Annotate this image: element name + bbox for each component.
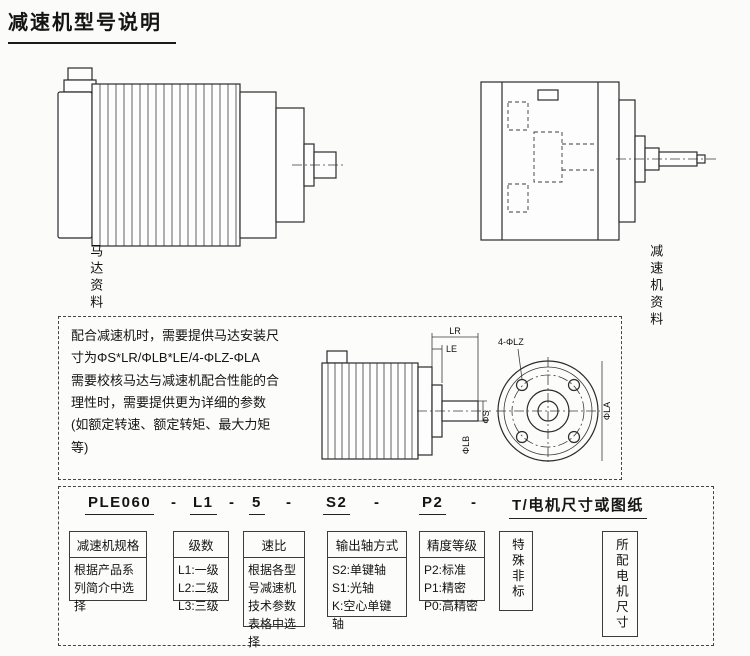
dim-label-lr: LR: [449, 326, 461, 336]
gearbox-hidden-details: [507, 89, 596, 213]
output-flange-plate: [618, 99, 636, 223]
output-shaft: [292, 143, 344, 187]
model-code-panel: PLE060 - L1 - 5 - S2 - P2 - T/电机尺寸或图纸 减速…: [58, 486, 714, 649]
page-title: 减速机型号说明: [8, 6, 176, 44]
desc-box-precision: 精度等级 P2:标准 P1:精密 P0:高精密: [419, 531, 485, 613]
flange-dimension-drawing: 4-ΦLZ ΦLA: [496, 337, 612, 465]
desc-body: 根据产品系列简介中选择: [74, 563, 135, 613]
desc-body: P2:标准 P1:精密 P0:高精密: [424, 563, 479, 613]
desc-box-motor-size: 所配电机尺寸: [602, 531, 638, 637]
desc-body: S2:单键轴 S1:光轴 K:空心单键轴: [332, 563, 392, 631]
motor-rear-cap: [57, 91, 93, 239]
dim-label-bolt-holes: 4-ΦLZ: [498, 337, 524, 347]
dim-label-le: LE: [446, 344, 457, 354]
motor-terminal-box: [63, 67, 97, 93]
desc-box-stages: 级数 L1:一级 L2:二级 L3:三级: [173, 531, 229, 613]
dimension-lines: [431, 333, 487, 422]
motor-data-caption: 马达资料: [88, 244, 104, 312]
code-part-precision: P2: [419, 494, 447, 515]
desc-title: 级数: [174, 532, 228, 558]
desc-box-spec: 减速机规格 根据产品系列简介中选择: [69, 531, 147, 613]
small-motor-body: [321, 362, 419, 460]
gearbox-side-drawing: [480, 81, 716, 241]
code-separator: -: [229, 494, 234, 511]
code-part-ratio: 5: [249, 494, 265, 515]
dim-label-la: ΦLA: [602, 402, 612, 420]
mounting-note-box: 配合减速机时，需要提供马达安装尺 寸为ΦS*LR/ΦLB*LE/4-ΦLZ-ΦL…: [58, 316, 622, 480]
dim-label-lb: ΦLB: [461, 436, 471, 454]
mounting-note-text: 配合减速机时，需要提供马达安装尺 寸为ΦS*LR/ΦLB*LE/4-ΦLZ-ΦL…: [71, 328, 280, 455]
motor-dimension-drawing: LR LE ΦS ΦLB: [321, 326, 491, 460]
flange-crosshair: [496, 357, 600, 465]
desc-title: 特殊非标: [509, 538, 524, 600]
desc-box-shaft: 输出轴方式 S2:单键轴 S1:光轴 K:空心单键轴: [327, 531, 407, 631]
code-separator: -: [471, 494, 476, 511]
bolt-holes: [515, 378, 581, 444]
code-part-motor-size: T/电机尺寸或图纸: [509, 494, 647, 519]
dim-label-s: ΦS: [481, 410, 491, 423]
gearbox-body: [480, 81, 620, 241]
gearbox-data-caption: 减速机资料: [648, 244, 664, 329]
small-motor-terminal: [326, 350, 348, 364]
desc-title: 减速机规格: [70, 532, 146, 558]
gearbox-output-shaft: [616, 147, 716, 171]
desc-box-ratio: 速比 根据各型号减速机技术参数表格中选择: [243, 531, 305, 649]
code-separator: -: [374, 494, 379, 511]
code-part-shaft: S2: [323, 494, 351, 515]
motor-fin-body: [91, 83, 241, 247]
code-part-series: PLE060: [85, 494, 155, 515]
code-separator: -: [171, 494, 176, 511]
desc-title: 精度等级: [420, 532, 484, 558]
motor-front-housing: [239, 91, 277, 239]
code-part-stages: L1: [190, 494, 217, 515]
code-separator: -: [286, 494, 291, 511]
desc-title: 输出轴方式: [328, 532, 406, 558]
bolt-leader-line: [517, 348, 523, 380]
desc-body: 根据各型号减速机技术参数表格中选择: [248, 563, 297, 649]
motor-gearbox-side-drawing: [57, 67, 344, 247]
desc-body: L1:一级 L2:二级 L3:三级: [178, 563, 219, 613]
desc-title: 速比: [244, 532, 304, 558]
desc-box-special: 特殊非标: [499, 531, 533, 611]
desc-title: 所配电机尺寸: [613, 538, 628, 631]
